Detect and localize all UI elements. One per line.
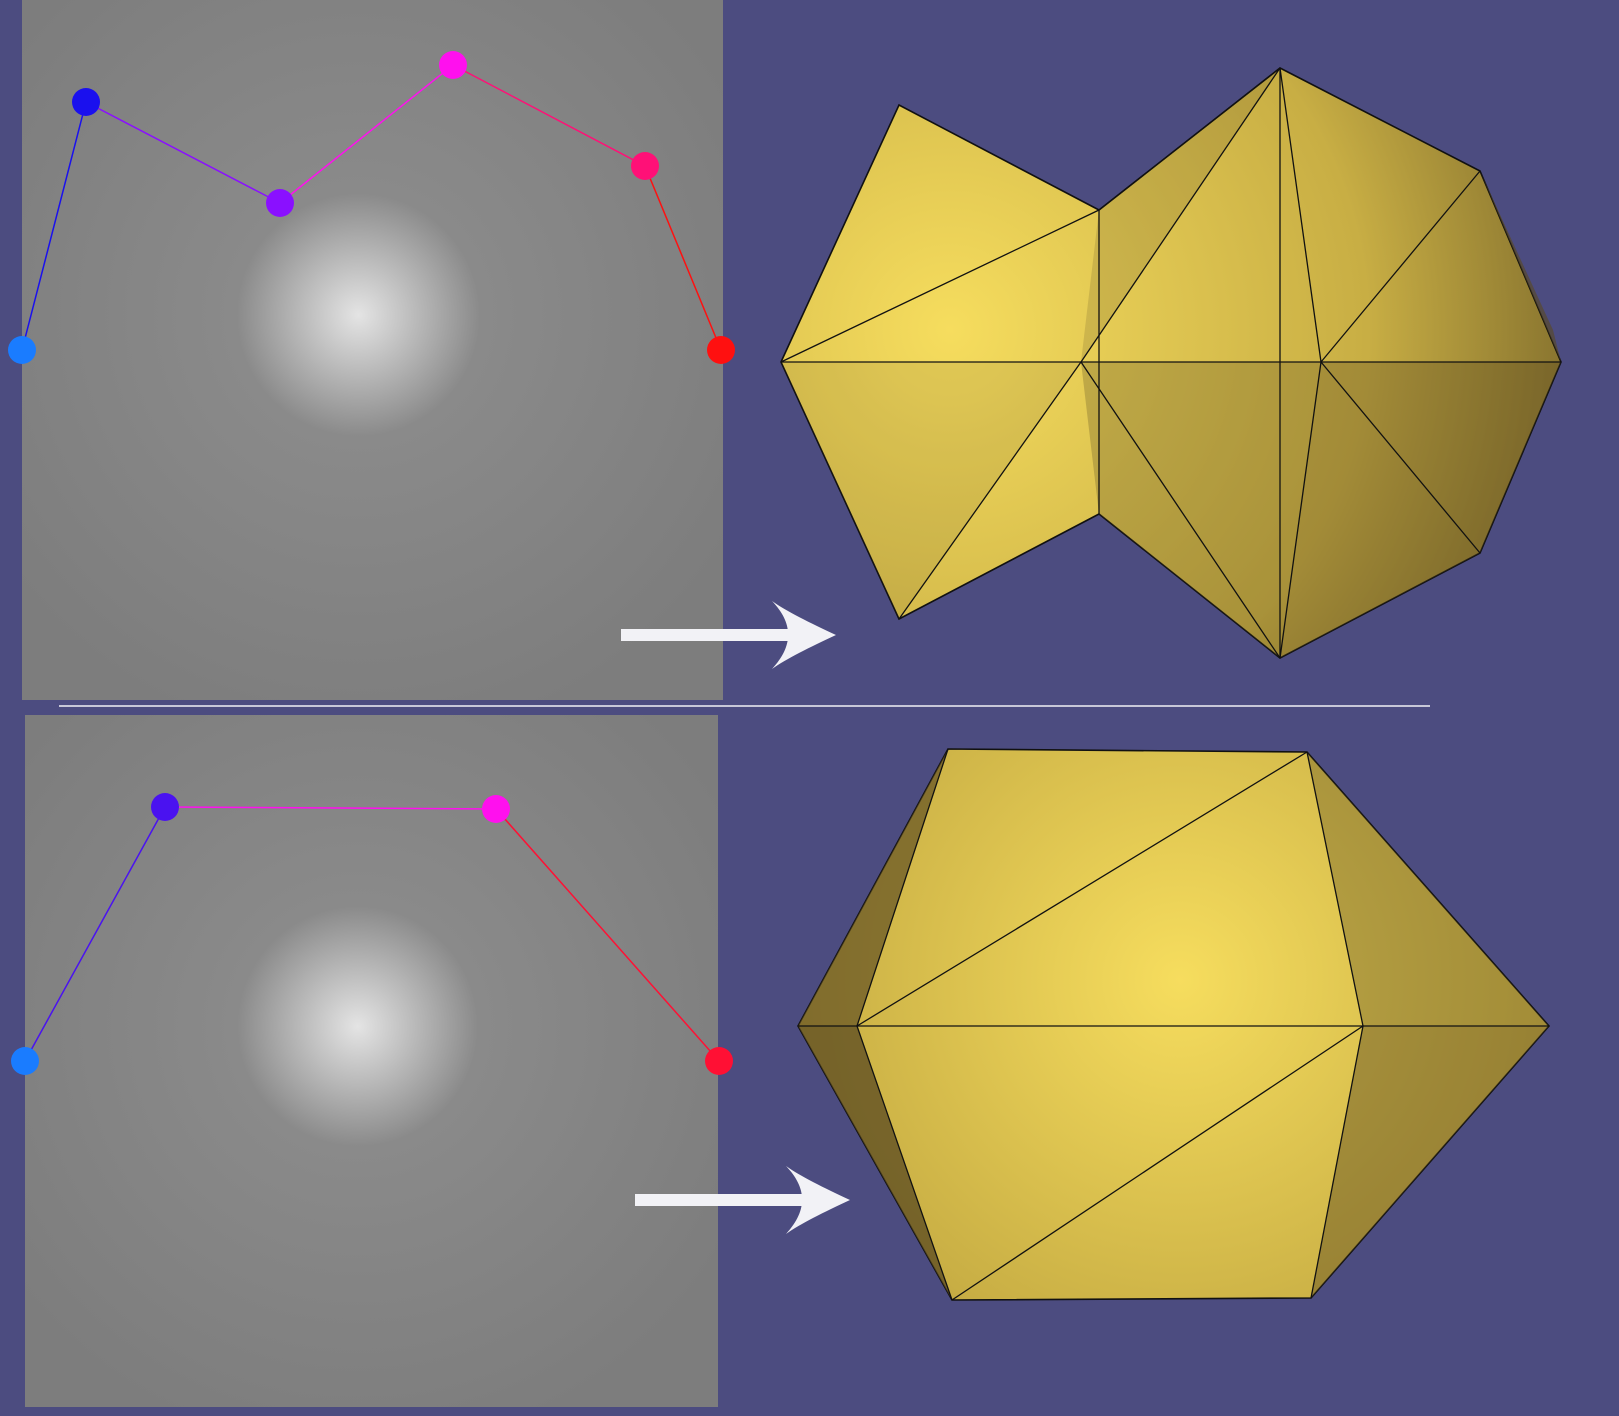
mesh-shade-face: [798, 749, 948, 1026]
mesh-edge: [856, 1025, 953, 1301]
mesh-edge: [951, 1025, 1364, 1301]
mesh-edge: [1310, 1025, 1364, 1299]
profile-segment: [279, 64, 454, 204]
profile-segment: [24, 806, 166, 1062]
profile-canvas-top: [22, 0, 723, 700]
panel-bottom: [11, 715, 1551, 1407]
arrow-bottom: [635, 1166, 850, 1234]
mesh-shade-face: [1311, 1026, 1549, 1298]
mesh-edge: [1080, 361, 1281, 659]
profile-segment: [21, 101, 87, 351]
mesh-edge: [856, 748, 949, 1027]
profile-segment: [452, 64, 646, 167]
control-point[interactable]: [151, 793, 179, 821]
mesh-shade-face: [798, 1026, 952, 1300]
control-point[interactable]: [11, 1047, 39, 1075]
control-point[interactable]: [482, 795, 510, 823]
mesh-edge: [1320, 170, 1481, 363]
mesh-edge: [1098, 67, 1281, 211]
mesh-shade-face: [781, 362, 1081, 619]
mesh-shade-face: [1480, 171, 1561, 362]
revolved-mesh-top: [780, 67, 1562, 659]
arrow-top: [621, 601, 836, 669]
mesh-shade-face: [1081, 362, 1321, 658]
mesh-edge: [1080, 67, 1281, 363]
arrow-shaft: [621, 629, 799, 641]
mesh-edge: [780, 209, 1100, 363]
profile-segment: [164, 806, 497, 810]
control-point[interactable]: [266, 189, 294, 217]
panel-top: [8, 0, 1562, 700]
profile-segment: [495, 808, 720, 1062]
mesh-shade-face: [1280, 362, 1561, 658]
control-point[interactable]: [631, 152, 659, 180]
mesh-edge: [1279, 361, 1322, 659]
mesh-edge: [898, 361, 1082, 620]
mesh-edge: [1320, 361, 1481, 554]
arrow-head: [772, 601, 836, 669]
control-point[interactable]: [72, 88, 100, 116]
control-point[interactable]: [8, 336, 36, 364]
control-point[interactable]: [439, 51, 467, 79]
control-point[interactable]: [705, 1047, 733, 1075]
profile-canvas-bottom: [25, 715, 718, 1407]
mesh-shade-face: [1307, 752, 1549, 1026]
mesh-edge: [856, 751, 1308, 1027]
profile-curve-top: [8, 51, 735, 364]
profile-segment: [644, 165, 722, 351]
mesh-edge: [1279, 67, 1322, 363]
revolved-mesh-bottom: [797, 748, 1551, 1301]
mesh-edge: [1306, 751, 1364, 1027]
arrow-head: [786, 1166, 850, 1234]
control-point[interactable]: [707, 336, 735, 364]
profile-segment: [85, 101, 281, 204]
profile-curve-bottom: [11, 793, 733, 1075]
arrow-shaft: [635, 1194, 813, 1206]
